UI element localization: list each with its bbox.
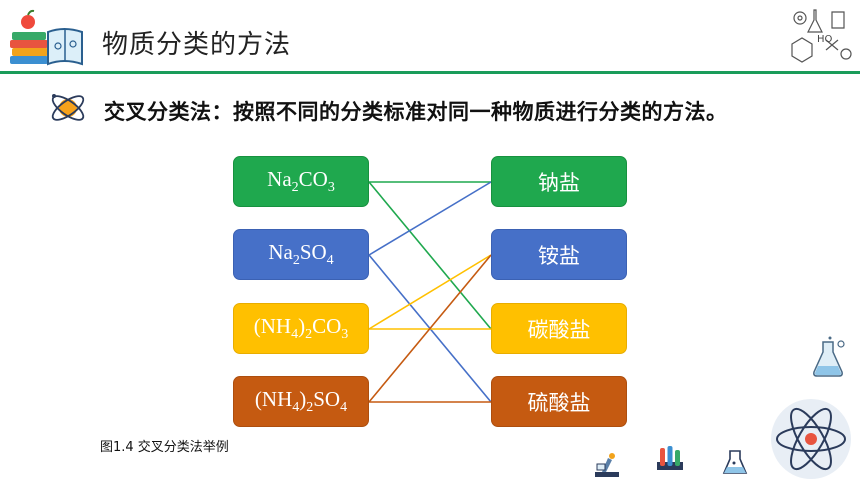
flask-icon	[813, 336, 845, 377]
category-label: 钠盐	[538, 170, 580, 195]
substance-formula: (NH4)2SO4	[254, 387, 348, 415]
category-box-sodium-salt: 钠盐	[491, 156, 627, 207]
substance-box-na2so4: Na2SO4	[233, 229, 369, 280]
category-label: 碳酸盐	[527, 317, 591, 342]
title-divider	[0, 71, 860, 74]
substance-formula: Na2CO3	[267, 167, 335, 195]
microscope-icon	[595, 453, 619, 477]
chemistry-doodle-icon: HO	[791, 9, 852, 63]
category-label: 铵盐	[538, 243, 580, 268]
link-line	[368, 181, 492, 256]
page-title: 物质分类的方法	[102, 30, 292, 60]
substance-box-na2co3: Na2CO3	[233, 156, 369, 207]
link-line	[368, 181, 492, 330]
link-line	[368, 254, 492, 403]
beaker-icon	[722, 450, 748, 474]
test-tubes-icon	[657, 446, 683, 470]
substance-formula: (NH4)2CO3	[253, 314, 349, 342]
definition-text: 交叉分类法：按照不同的分类标准对同一种物质进行分类的方法。	[104, 100, 728, 124]
substance-formula: Na2SO4	[268, 240, 334, 268]
figure-caption: 图1.4 交叉分类法举例	[100, 440, 229, 455]
category-box-sulfate: 硫酸盐	[491, 376, 627, 427]
category-label: 硫酸盐	[527, 390, 591, 415]
books-apple-icon	[10, 9, 83, 66]
category-box-carbonate: 碳酸盐	[491, 303, 627, 354]
category-box-ammonium-salt: 铵盐	[491, 229, 627, 280]
link-line	[368, 254, 492, 330]
atom-icon	[771, 399, 851, 479]
svg-text:HO: HO	[817, 34, 833, 45]
substance-box-nh4-2so4: (NH4)2SO4	[233, 376, 369, 427]
link-line	[368, 254, 492, 403]
substance-box-nh4-2co3: (NH4)2CO3	[233, 303, 369, 354]
atom-bullet-icon	[51, 94, 85, 121]
